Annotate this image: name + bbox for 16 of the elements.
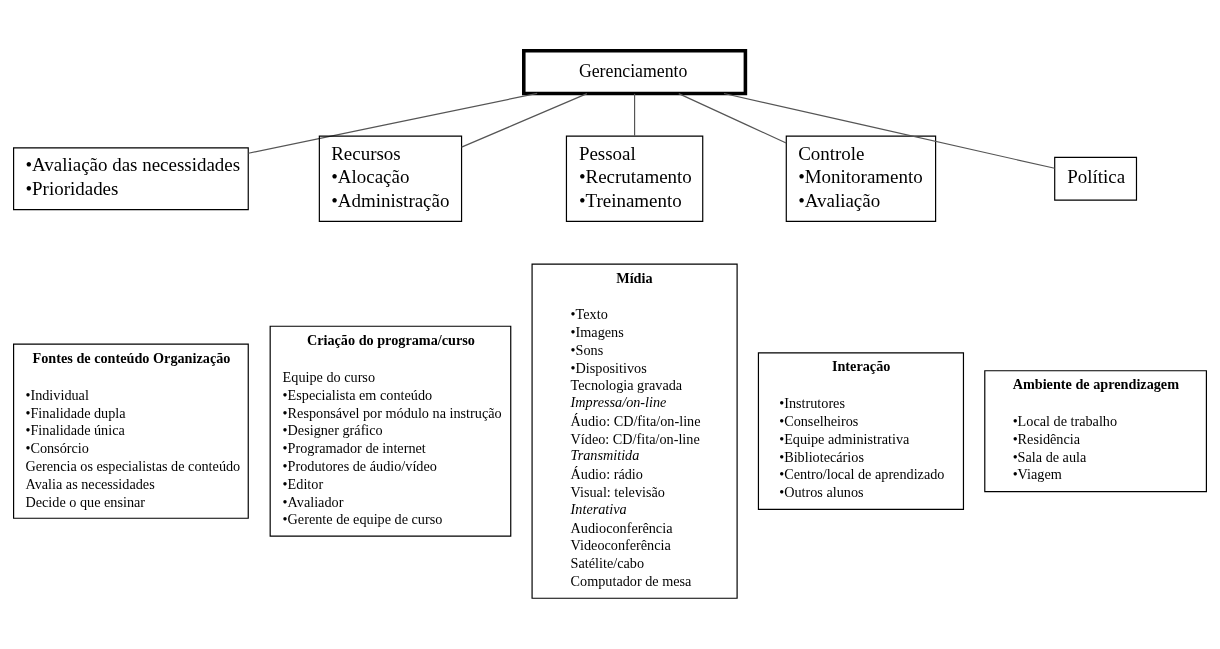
node-box: Interação •Instrutores •Conselheiros •Equipe administrativa •Bibliotecários •Centro/local de aprendizado •Outros alunos	[757, 352, 965, 510]
node-box: Recursos •Alocação •Administração	[318, 135, 463, 222]
node-box: Criação do programa/curso Equipe do curso •Especialista em conteúdo •Responsável por módulo na instrução •Designer gráfico •Programador de internet •Produtores de áudio/vídeo •Editor •Avaliador •Gerente de equipe de curso	[269, 325, 512, 537]
connector	[723, 92, 1056, 169]
connector	[247, 92, 538, 154]
node-box: Política	[1054, 156, 1138, 201]
connector	[461, 93, 588, 148]
node-box: Mídia •Texto •Imagens •Sons •Dispositivos Tecnologia gravada Impressa/on-line Áudio: CD/fita/on-line Vídeo: CD/fita/on-line Transmitida Áudio: rádio Visual: televisão Interativa Audioconferência Videoconferência Satélite/cabo Computador de mesa	[531, 263, 738, 599]
node-box: Pessoal •Recrutamento •Treinamento	[565, 135, 704, 222]
node-box: Ambiente de aprendizagem •Local de trabalho •Residência •Sala de aula •Viagem	[984, 370, 1207, 493]
node-box: Fontes de conteúdo Organização •Individual •Finalidade dupla •Finalidade única •Consórcio Gerencia os especialistas de conteúdo Avalia as necessidades Decide o que ensinar	[13, 343, 249, 519]
node-box: Gerenciamento	[522, 48, 748, 96]
connector	[634, 93, 636, 137]
connector	[678, 93, 787, 144]
node-box: Controle •Monitoramento •Avaliação	[785, 135, 937, 222]
node-box: •Avaliação das necessidades •Prioridades	[13, 147, 249, 211]
